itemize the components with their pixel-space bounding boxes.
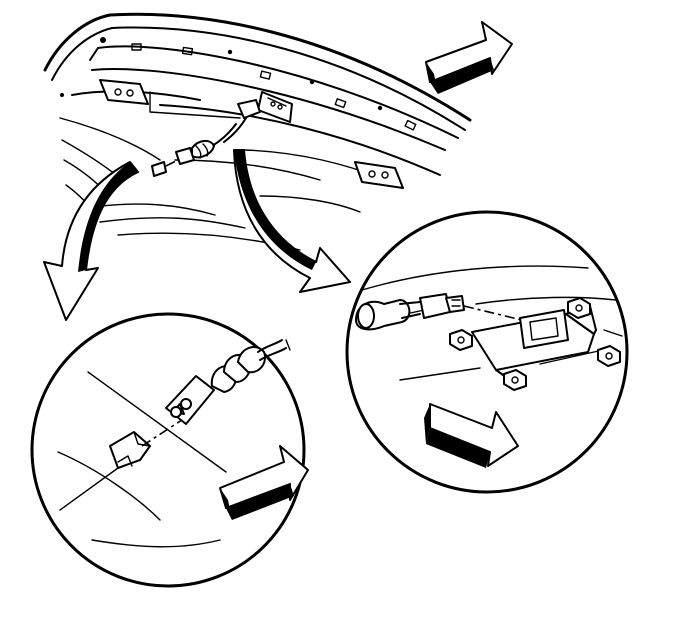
forward-arrow-icon (424, 403, 519, 468)
detail-view-lamp-housing (345, 210, 629, 494)
roof-panel (43, 12, 472, 251)
hex-nut (597, 345, 621, 367)
hex-nut (567, 297, 591, 319)
curved-callout-arrow-icon (233, 149, 351, 293)
forward-arrow-icon (219, 445, 309, 520)
curved-callout-arrow-icon (43, 161, 139, 321)
hex-nut (503, 369, 527, 391)
hex-nut (449, 329, 473, 351)
detail-view-connector-clip (30, 312, 309, 588)
forward-arrow-icon (425, 21, 513, 94)
